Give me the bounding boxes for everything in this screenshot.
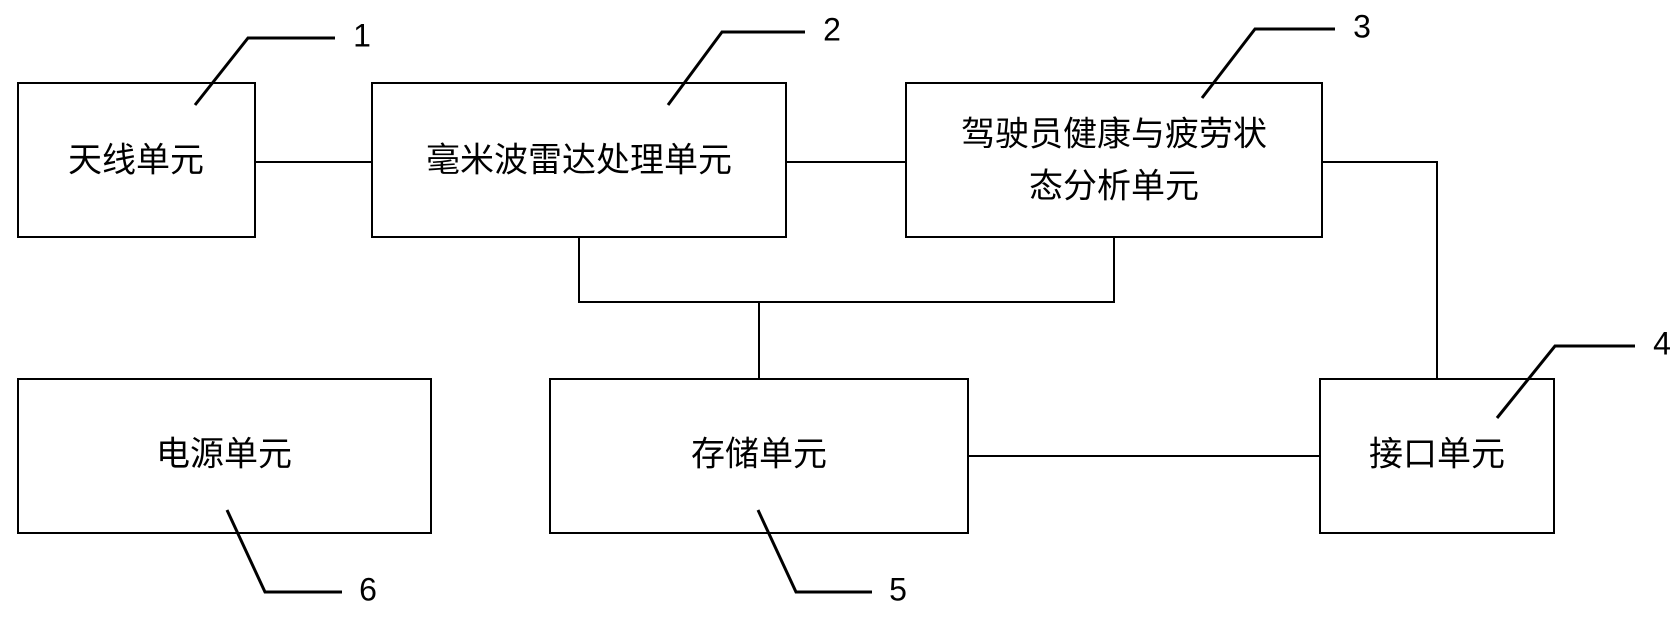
storage-unit-label: 存储单元 (691, 435, 827, 475)
radar-processing-unit-block: 毫米波雷达处理单元 (371, 82, 787, 238)
radar-processing-unit-label: 毫米波雷达处理单元 (426, 141, 732, 181)
leader-line-5 (756, 509, 872, 594)
interface-unit-block: 接口单元 (1319, 378, 1555, 534)
reference-number-3: 3 (1353, 8, 1371, 44)
reference-number-4: 4 (1653, 325, 1671, 361)
antenna-unit-label: 天线单元 (68, 141, 204, 181)
connector-radar-analysis-bus (578, 237, 1115, 303)
leader-line-3 (1200, 27, 1335, 99)
power-unit-label: 电源单元 (156, 435, 292, 475)
reference-number-2: 2 (823, 11, 841, 47)
reference-number-5: 5 (889, 571, 907, 607)
leader-line-1 (193, 36, 335, 106)
driver-analysis-unit-label-line2: 态分析单元 (1029, 167, 1199, 207)
driver-analysis-unit-block: 驾驶员健康与疲劳状 态分析单元 (905, 82, 1323, 238)
reference-number-1: 1 (353, 17, 371, 53)
antenna-unit-block: 天线单元 (17, 82, 256, 238)
storage-unit-block: 存储单元 (549, 378, 969, 534)
leader-line-6 (225, 509, 342, 594)
leader-line-4 (1495, 344, 1635, 419)
driver-analysis-unit-label-line1: 驾驶员健康与疲劳状 (961, 115, 1267, 155)
connector-analysis-interface (1322, 161, 1438, 379)
leader-line-2 (666, 30, 805, 106)
power-unit-block: 电源单元 (17, 378, 432, 534)
interface-unit-label: 接口单元 (1369, 435, 1505, 475)
reference-number-6: 6 (359, 571, 377, 607)
